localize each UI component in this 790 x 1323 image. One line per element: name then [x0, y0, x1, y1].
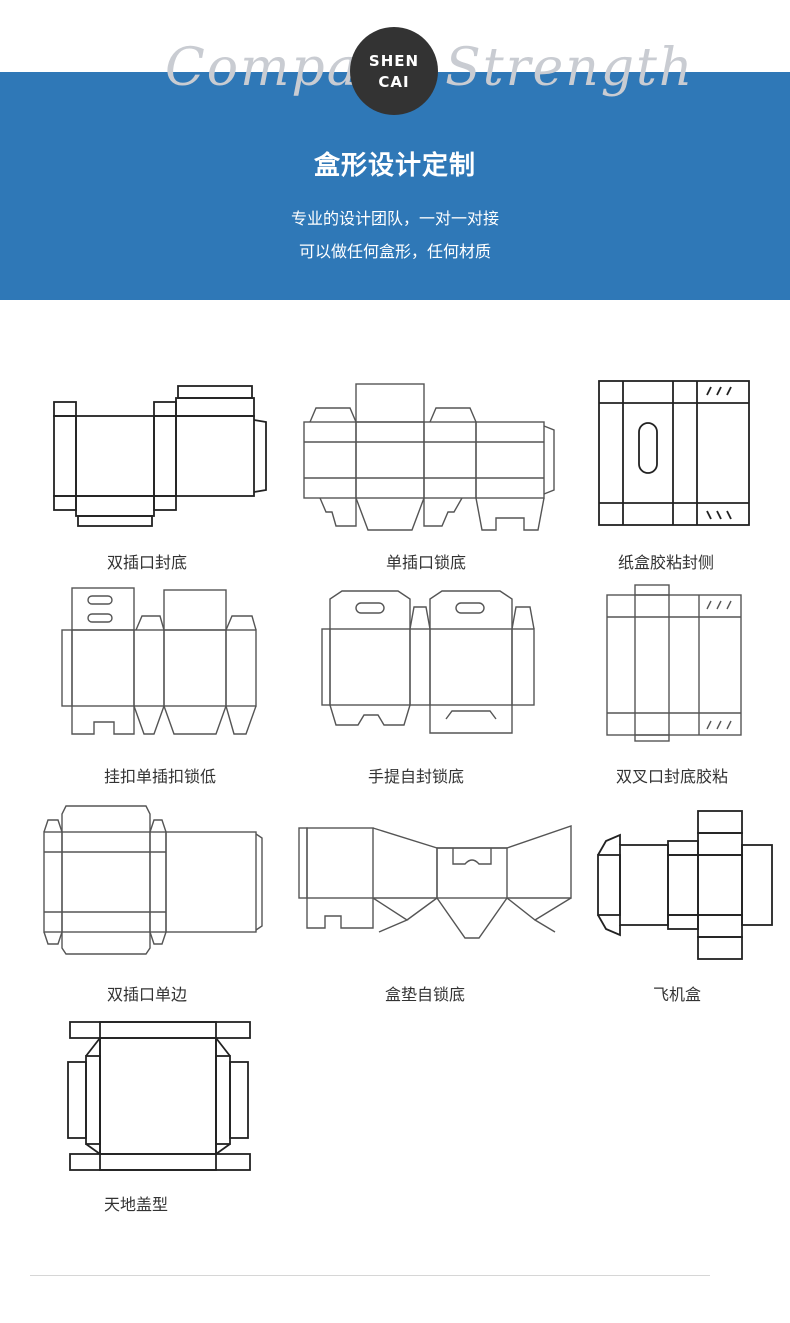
- diagram-pad-self-lock-bottom: [295, 820, 575, 945]
- subtitle-line-1: 专业的设计团队，一对一对接: [290, 209, 499, 228]
- box-type-label: 纸盒胶粘封侧: [618, 553, 715, 572]
- bottom-divider: [30, 1275, 710, 1276]
- box-type-label: 双插口封底: [107, 553, 188, 572]
- box-type-label: 飞机盒: [653, 985, 702, 1004]
- logo-line-1: SHEN: [368, 52, 420, 70]
- diagram-double-tuck-single-side: [40, 802, 265, 957]
- box-type-label: 手提自封锁底: [368, 767, 465, 786]
- diagram-hanger-tuck-lock-bottom: [58, 582, 263, 742]
- logo-line-2: CAI: [378, 73, 410, 91]
- box-type-label: 天地盖型: [104, 1195, 169, 1214]
- subtitle-line-2: 可以做任何盒形，任何材质: [298, 242, 491, 261]
- diagram-single-tuck-lock-bottom: [302, 380, 557, 535]
- box-type-label: 双插口单边: [107, 985, 188, 1004]
- diagram-glued-side-box: [595, 375, 760, 530]
- diagram-handle-self-lock-bottom: [318, 585, 543, 740]
- box-type-label: 双叉口封底胶粘: [616, 767, 729, 786]
- diagram-lid-and-base-box: [64, 1018, 256, 1178]
- diagram-mailer-box: [594, 805, 779, 970]
- diagram-double-tuck-sealed-bottom: [50, 380, 270, 530]
- box-type-label: 挂扣单插扣锁低: [104, 767, 217, 786]
- diagram-double-fork-glued: [603, 583, 748, 743]
- shencai-logo: SHEN CAI: [350, 27, 438, 115]
- page-title: 盒形设计定制: [313, 151, 476, 181]
- box-type-label: 盒垫自锁底: [385, 985, 466, 1004]
- box-type-label: 单插口锁底: [386, 553, 467, 572]
